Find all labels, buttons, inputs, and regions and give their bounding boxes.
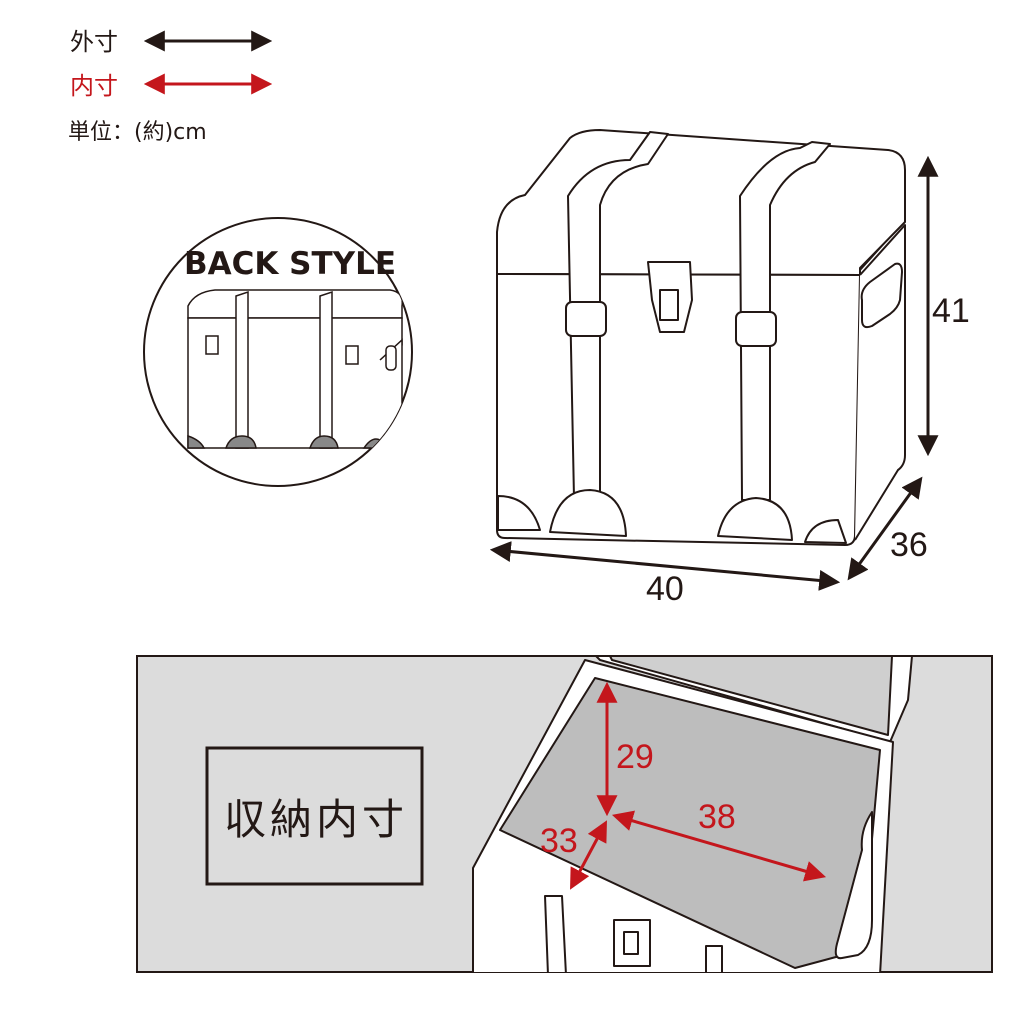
- inner-depth-value: 33: [540, 822, 578, 860]
- inner-width-value: 38: [698, 798, 736, 836]
- inner-dimension-legend-label: 内寸: [70, 72, 118, 100]
- width-value: 40: [646, 570, 684, 608]
- width-arrow: [489, 541, 841, 591]
- inner-height-value: 29: [616, 738, 654, 776]
- depth-value: 36: [890, 526, 928, 564]
- unit-label: 単位：(約)cm: [68, 120, 207, 145]
- depth-arrow: [847, 476, 923, 581]
- outer-dimension-legend-label: 外寸: [70, 28, 118, 56]
- storage-label: 収納内寸: [224, 795, 408, 844]
- height-value: 41: [932, 292, 970, 330]
- inner-width-arrow: [611, 810, 827, 882]
- storage-panel: 収納内寸: [136, 655, 993, 973]
- storage-label-box: [205, 746, 424, 886]
- inner-depth-arrow: [570, 820, 607, 890]
- back-style-title: BACK STYLE: [184, 246, 396, 282]
- back-style-view: BACK STYLE: [143, 217, 413, 487]
- trunk-front-view: [496, 129, 906, 546]
